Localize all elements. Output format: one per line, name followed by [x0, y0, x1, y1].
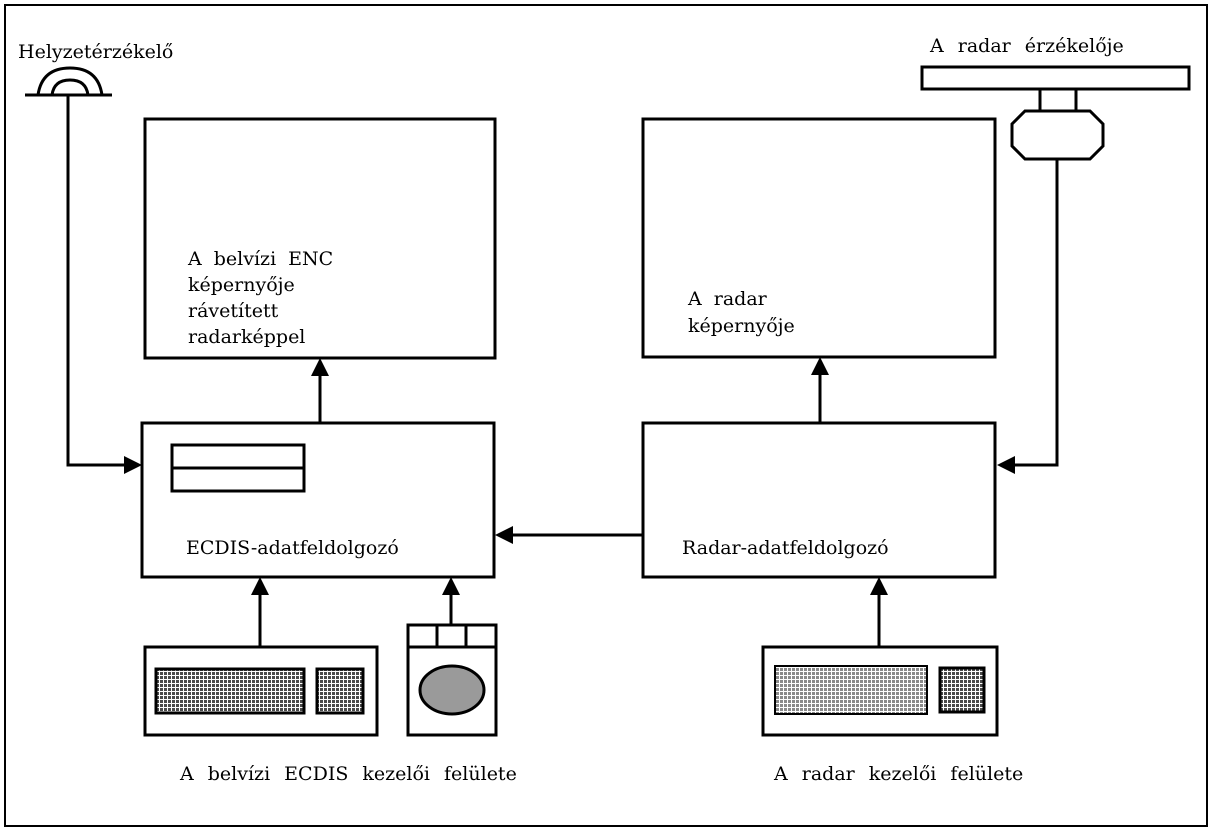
connector-ecdis-to-enc	[311, 358, 329, 423]
radar-processor-label: Radar-adatfeldolgozó	[682, 537, 889, 559]
radar-sensor-icon	[920, 65, 1191, 161]
enc-screen-label-line-3: rávetített	[188, 300, 279, 322]
radar-interface-label: A radar kezelői felülete	[773, 763, 1023, 785]
position-sensor-label: Helyzetérzékelő	[18, 41, 173, 63]
enc-screen-label-line-1: A belvízi ENC	[187, 248, 333, 270]
ecdis-keyboard-icon	[143, 645, 379, 737]
connector-radar-sensor-to-processor	[997, 159, 1059, 474]
connector-radar-processor-to-screen	[811, 357, 829, 423]
ecdis-trackball-icon	[406, 623, 498, 737]
radar-screen-box	[641, 117, 997, 359]
ecdis-interface-label: A belvízi ECDIS kezelői felülete	[179, 763, 517, 785]
outer-frame	[4, 4, 1208, 827]
enc-screen-label-line-2: képernyője	[188, 274, 295, 296]
enc-screen-label-line-4: radarképpel	[188, 326, 305, 348]
ecdis-processor-label: ECDIS-adatfeldolgozó	[186, 537, 399, 559]
radar-screen-label-line-1: A radar	[687, 288, 768, 310]
position-sensor-icon	[25, 66, 112, 97]
radar-screen-label-line-2: képernyője	[688, 315, 795, 337]
connector-trackball-to-processor	[442, 577, 460, 625]
connector-position-to-ecdis	[66, 95, 142, 474]
radar-keyboard-icon	[761, 645, 999, 737]
radar-screen-label: A radar képernyője	[687, 288, 795, 337]
ecdis-slot-icon	[170, 443, 306, 493]
radar-sensor-label: A radar érzékelője	[929, 35, 1124, 57]
enc-screen-label: A belvízi ENC képernyője rávetített rada…	[187, 248, 339, 348]
connector-ecdis-keyboard-to-processor	[251, 577, 269, 647]
enc-screen-box	[143, 117, 497, 360]
connector-radar-keyboard-to-processor	[870, 577, 888, 647]
connector-radar-to-ecdis	[495, 526, 643, 544]
